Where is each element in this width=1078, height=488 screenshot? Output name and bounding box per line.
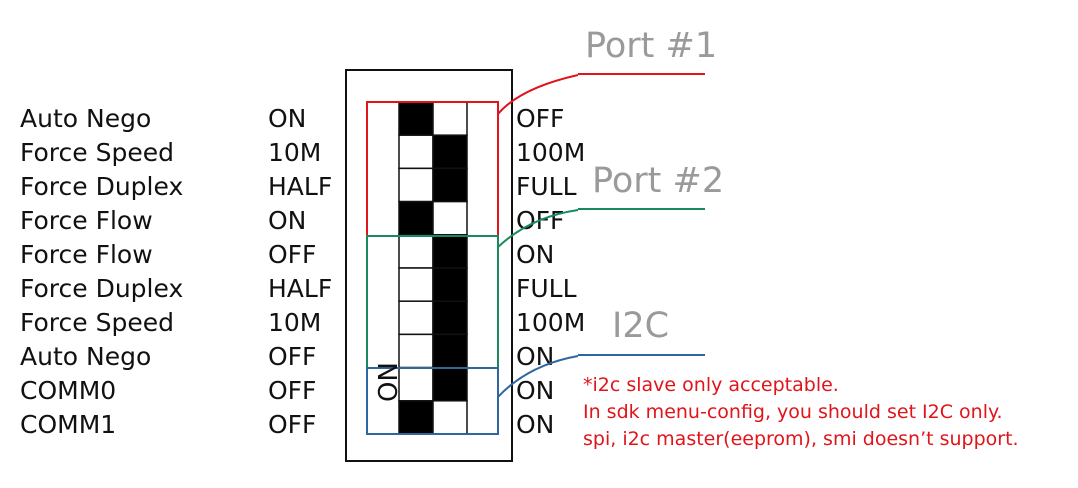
switch-cell-right — [432, 167, 468, 203]
i2c-title: I2C — [612, 306, 670, 346]
switch-cell-right — [432, 134, 468, 170]
switch-cell-left — [398, 400, 434, 435]
row-name: Auto Nego — [20, 342, 152, 371]
row-name: Force Speed — [20, 308, 174, 337]
note-line-3: spi, i2c master(eeprom), smi doesn’t sup… — [583, 428, 1019, 450]
row-name: Auto Nego — [20, 104, 152, 133]
note-line-1: *i2c slave only acceptable. — [583, 374, 839, 396]
switch-cells — [398, 101, 468, 435]
right-value: ON — [516, 376, 555, 405]
right-value: 100M — [516, 138, 586, 167]
row-name: Force Flow — [20, 240, 153, 269]
switch-cell-right — [432, 101, 468, 136]
switch-cell-left — [398, 234, 434, 269]
port1-leader — [497, 74, 579, 115]
switch-cell-left — [398, 167, 434, 203]
left-value: OFF — [268, 376, 317, 405]
left-value: ON — [268, 206, 307, 235]
row-name: COMM1 — [20, 410, 117, 439]
group-boxes — [366, 101, 499, 435]
switch-cell-right — [432, 300, 468, 336]
switch-cell-left — [398, 300, 434, 336]
left-value: 10M — [268, 138, 322, 167]
switch-cell-left — [398, 267, 434, 302]
left-value: 10M — [268, 308, 322, 337]
switch-cell-right — [432, 200, 468, 236]
switch-cell-left — [398, 134, 434, 170]
left-value: OFF — [268, 240, 317, 269]
port2-leader — [497, 209, 579, 248]
right-value: FULL — [516, 274, 577, 303]
switch-cell-right — [432, 234, 468, 269]
right-value: ON — [516, 410, 555, 439]
switch-on-label: ON — [374, 362, 404, 402]
i2c-leader — [497, 355, 579, 398]
left-value: OFF — [268, 410, 317, 439]
row-name: Force Speed — [20, 138, 174, 167]
right-value: 100M — [516, 308, 586, 337]
switch-cell-left — [398, 200, 434, 236]
switch-cell-left — [398, 101, 434, 136]
note-line-2: In sdk menu-config, you should set I2C o… — [583, 401, 1003, 423]
row-name: Force Duplex — [20, 172, 184, 201]
switch-housing — [345, 69, 513, 462]
switch-cell-left — [398, 366, 434, 402]
right-value: OFF — [516, 104, 565, 133]
switch-cell-right — [432, 400, 468, 435]
switch-cell-left — [398, 333, 434, 369]
left-value: ON — [268, 104, 307, 133]
row-name: Force Duplex — [20, 274, 184, 303]
port2-title: Port #2 — [592, 161, 725, 201]
right-value: ON — [516, 342, 555, 371]
port1-title: Port #1 — [585, 26, 718, 66]
row-name: Force Flow — [20, 206, 153, 235]
left-value: HALF — [268, 172, 333, 201]
switch-cell-right — [432, 333, 468, 369]
right-value: ON — [516, 240, 555, 269]
left-value: OFF — [268, 342, 317, 371]
switch-cell-right — [432, 366, 468, 402]
switch-cell-right — [432, 267, 468, 302]
i2c-box — [366, 367, 499, 435]
row-name: COMM0 — [20, 376, 117, 405]
leader-lines — [497, 73, 705, 398]
right-value: FULL — [516, 172, 577, 201]
left-value: HALF — [268, 274, 333, 303]
